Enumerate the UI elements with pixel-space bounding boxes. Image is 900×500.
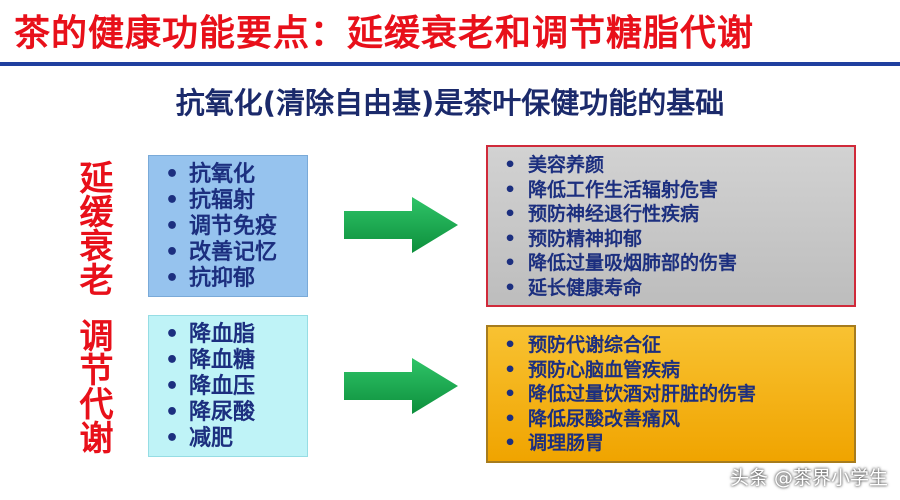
section-label-metabolism: 调节代谢 [73, 318, 113, 454]
list-item: 降血压 [157, 374, 299, 400]
section-label-aging: 延缓衰老 [73, 160, 113, 296]
title-bar: 茶的健康功能要点：延缓衰老和调节糖脂代谢 [0, 0, 900, 62]
list-item: 降低过量吸烟肺部的伤害 [496, 251, 846, 276]
list-item: 预防代谢综合征 [496, 333, 846, 358]
list-item: 抗辐射 [157, 188, 299, 214]
list-item: 抗抑郁 [157, 266, 299, 292]
list-item: 降血糖 [157, 348, 299, 374]
aging-benefits-box: 美容养颜 降低工作生活辐射危害 预防神经退行性疾病 预防精神抑郁 降低过量吸烟肺… [486, 145, 856, 307]
list-item: 抗氧化 [157, 162, 299, 188]
subtitle: 抗氧化(清除自由基)是茶叶保健功能的基础 [175, 86, 725, 120]
list-item: 美容养颜 [496, 153, 846, 178]
list-item: 延长健康寿命 [496, 276, 846, 301]
list-item: 预防神经退行性疾病 [496, 202, 846, 227]
list-item: 调节免疫 [157, 214, 299, 240]
metabolism-functions-box: 降血脂 降血糖 降血压 降尿酸 减肥 [148, 315, 308, 457]
list-item: 降血脂 [157, 322, 299, 348]
title-divider [0, 62, 900, 66]
list-item: 预防心脑血管疾病 [496, 358, 846, 383]
list-item: 降尿酸 [157, 400, 299, 426]
list-item: 降低工作生活辐射危害 [496, 178, 846, 203]
page-title: 茶的健康功能要点：延缓衰老和调节糖脂代谢 [14, 13, 755, 54]
right-arrow-icon [344, 197, 458, 253]
right-arrow-icon [344, 358, 458, 414]
list-item: 降低尿酸改善痛风 [496, 407, 846, 432]
aging-functions-box: 抗氧化 抗辐射 调节免疫 改善记忆 抗抑郁 [148, 155, 308, 297]
list-item: 降低过量饮酒对肝脏的伤害 [496, 382, 846, 407]
list-item: 减肥 [157, 426, 299, 452]
watermark: 头条 @茶界小学生 [729, 467, 888, 489]
list-item: 改善记忆 [157, 240, 299, 266]
list-item: 调理肠胃 [496, 431, 846, 456]
metabolism-benefits-box: 预防代谢综合征 预防心脑血管疾病 降低过量饮酒对肝脏的伤害 降低尿酸改善痛风 调… [486, 325, 856, 463]
list-item: 预防精神抑郁 [496, 227, 846, 252]
